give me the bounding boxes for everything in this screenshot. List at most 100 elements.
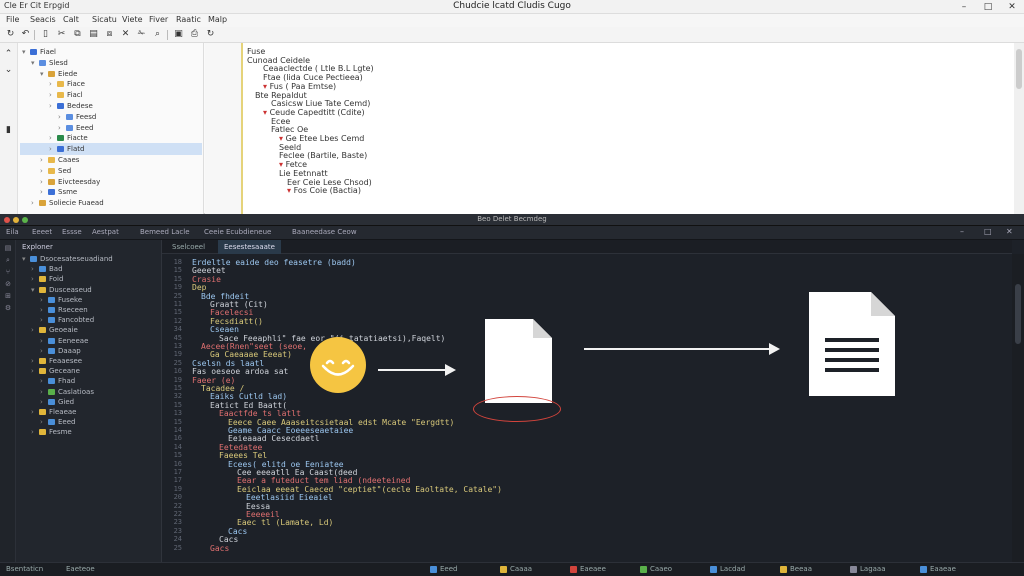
chevron-right-icon[interactable]: ›	[49, 80, 52, 89]
chevron-right-icon[interactable]: ›	[40, 336, 43, 345]
chevron-right-icon[interactable]: ›	[31, 357, 34, 365]
dark-menu-item[interactable]: Eeeet	[32, 228, 53, 236]
menu-search[interactable]: Seacis	[30, 15, 56, 24]
panel-toggle-icon[interactable]: ▮	[6, 125, 11, 135]
tree-item[interactable]: ›Soliecie Fuaead	[31, 197, 104, 209]
tree-item[interactable]: ›Ssme	[40, 186, 77, 198]
search-icon[interactable]: ⌕	[154, 29, 161, 39]
tab-source[interactable]: Sselcoeel	[172, 243, 206, 251]
explorer-item[interactable]: ›Foid	[31, 274, 63, 285]
status-item[interactable]: Eaeaee	[580, 565, 606, 573]
top-scrollbar[interactable]	[1014, 43, 1024, 214]
chevron-right-icon[interactable]: ›	[40, 346, 43, 355]
chevron-right-icon[interactable]: ›	[40, 166, 43, 175]
status-item[interactable]: Eaaeae	[930, 565, 956, 573]
settings-gear-icon[interactable]: ⚙	[4, 304, 12, 312]
chevron-right-icon[interactable]: ›	[40, 316, 43, 325]
scrollbar-thumb[interactable]	[1016, 49, 1022, 89]
menu-file[interactable]: File	[6, 15, 20, 24]
status-item[interactable]: Caaaa	[510, 565, 533, 573]
scrollbar-thumb[interactable]	[1015, 284, 1021, 344]
tab-active-file[interactable]: Eesestesaaate	[218, 240, 281, 254]
new-file-icon[interactable]: ▯	[43, 29, 48, 39]
chevron-right-icon[interactable]: ›	[49, 145, 52, 154]
explorer-item[interactable]: ›Fhad	[40, 376, 75, 387]
paste-icon[interactable]: ▤	[89, 29, 98, 39]
chevron-down-icon[interactable]: ▾	[40, 69, 44, 78]
tree-item[interactable]: ›Fiacte	[49, 132, 88, 144]
menu-run[interactable]: Raatic	[176, 15, 201, 24]
print-icon[interactable]: ⎙	[190, 29, 199, 39]
explorer-item[interactable]: ›Fleaeae	[31, 407, 76, 418]
source-control-icon[interactable]: ⑂	[5, 268, 11, 276]
chevron-up-icon[interactable]: ⌃	[4, 49, 13, 59]
chevron-right-icon[interactable]: ›	[40, 156, 43, 164]
chevron-right-icon[interactable]: ›	[49, 134, 52, 143]
chevron-right-icon[interactable]: ›	[31, 367, 34, 376]
files-icon[interactable]: ▤	[4, 244, 12, 252]
tree-item[interactable]: ›Bedese	[49, 100, 93, 112]
chevron-right-icon[interactable]: ›	[40, 418, 43, 427]
status-item[interactable]: Caaeo	[650, 565, 673, 573]
menu-fiver[interactable]: Fiver	[149, 15, 169, 24]
tree-item[interactable]: ›Feesd	[58, 111, 96, 123]
menu-selection[interactable]: Sicatu	[92, 15, 117, 24]
dark-menu-item[interactable]: Ceeie Ecubdieneue	[204, 228, 272, 236]
explorer-item[interactable]: ›Eeneeae	[40, 336, 88, 347]
dark-restore-icon[interactable]: □	[984, 227, 992, 236]
tree-item[interactable]: ›Fiacl	[49, 89, 83, 101]
tree-item[interactable]: ›Sed	[40, 165, 71, 177]
dark-close-icon[interactable]: ✕	[1006, 227, 1013, 236]
chevron-right-icon[interactable]: ›	[31, 408, 34, 416]
maximize-button[interactable]: □	[983, 2, 993, 12]
debug-icon[interactable]: ⊘	[5, 280, 11, 288]
explorer-item[interactable]: ▾Dsocesateseuadiand	[22, 254, 113, 265]
undo-icon[interactable]: ↶	[21, 29, 30, 39]
explorer-item[interactable]: ▾Dusceaseud	[31, 285, 92, 296]
chevron-down-icon[interactable]: ▾	[22, 255, 26, 263]
minimize-button[interactable]: –	[961, 2, 967, 12]
chevron-right-icon[interactable]: ›	[40, 377, 43, 386]
chevron-right-icon[interactable]: ›	[40, 295, 43, 304]
chevron-right-icon[interactable]: ›	[49, 91, 52, 100]
explorer-item[interactable]: ›Fancobted	[40, 315, 94, 326]
tree-item[interactable]: ›Eeed	[58, 122, 93, 134]
chevron-down-icon[interactable]: ▾	[22, 48, 26, 56]
menu-edit[interactable]: Calt	[63, 15, 79, 24]
explorer-item[interactable]: ›Gied	[40, 397, 74, 408]
tree-item[interactable]: ›Fiace	[49, 78, 85, 90]
refresh-icon[interactable]: ↻	[6, 29, 15, 39]
chevron-right-icon[interactable]: ›	[40, 188, 43, 197]
run-icon[interactable]: ↻	[206, 29, 215, 39]
minimize-dot-icon[interactable]	[13, 217, 19, 223]
dark-menu-item[interactable]: Bemeed Lacle	[140, 228, 190, 236]
chevron-right-icon[interactable]: ›	[31, 199, 34, 208]
chevron-right-icon[interactable]: ›	[40, 177, 43, 186]
status-item[interactable]: Eeed	[440, 565, 458, 573]
explorer-item[interactable]: ›Rseceen	[40, 305, 88, 316]
chevron-down-icon[interactable]: ▾	[31, 58, 35, 67]
tree-item[interactable]: ▾Slesd	[31, 57, 68, 69]
copy-icon[interactable]: ⧉	[74, 29, 81, 39]
chevron-right-icon[interactable]: ›	[40, 397, 43, 406]
search-icon[interactable]: ⌕	[6, 256, 10, 264]
chevron-right-icon[interactable]: ›	[58, 112, 61, 121]
fold-marker-icon[interactable]: ▾	[287, 186, 294, 196]
chevron-down-icon[interactable]: ⌄	[4, 65, 13, 75]
explorer-item[interactable]: ›Bad	[31, 264, 63, 275]
close-dot-icon[interactable]	[4, 217, 10, 223]
status-item[interactable]: Beeaa	[790, 565, 812, 573]
delete-icon[interactable]: ✕	[121, 29, 130, 39]
explorer-item[interactable]: ›Daaap	[40, 346, 81, 357]
tree-item[interactable]: ›Caaes	[40, 154, 79, 166]
chevron-right-icon[interactable]: ›	[58, 123, 61, 132]
explorer-item[interactable]: ›Geoeaie	[31, 325, 78, 336]
chevron-right-icon[interactable]: ›	[31, 428, 34, 437]
dark-minimize-icon[interactable]: –	[960, 227, 964, 236]
explorer-item[interactable]: ›Eeed	[40, 417, 75, 428]
tree-item[interactable]: ▾Fiael	[22, 46, 56, 58]
chevron-right-icon[interactable]: ›	[31, 326, 34, 335]
dark-menu-item[interactable]: Aestpat	[92, 228, 119, 236]
status-item[interactable]: Lagaaa	[860, 565, 886, 573]
